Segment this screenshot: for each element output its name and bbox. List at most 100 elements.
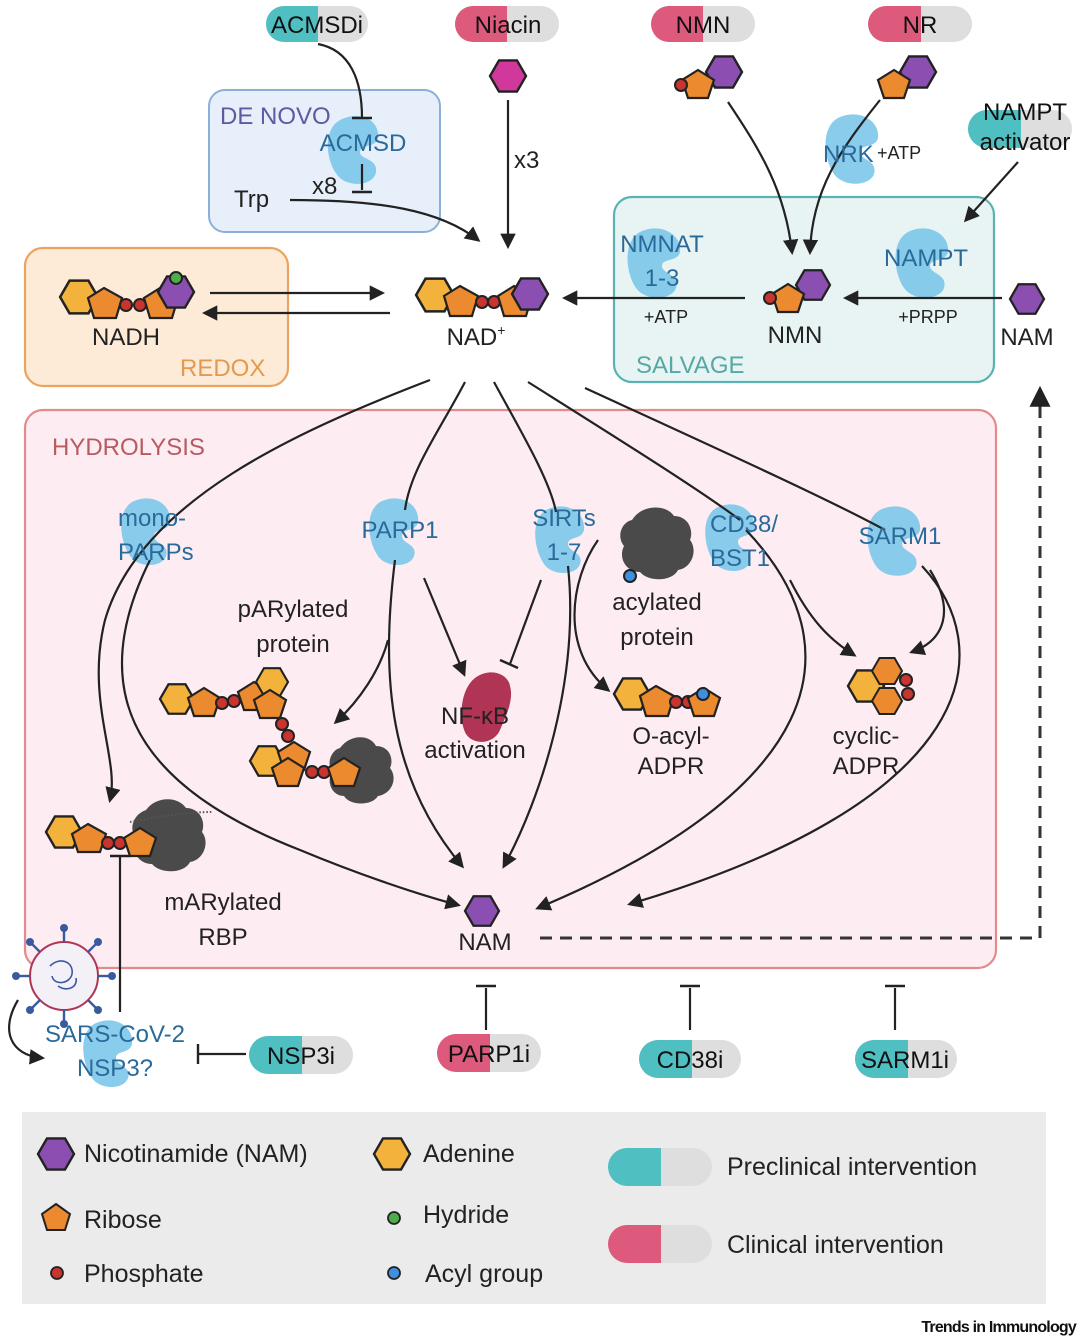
nsp3-enzyme-icon — [83, 1020, 133, 1087]
acmsdi-label: ACMSDi — [271, 12, 363, 39]
nrk-label: NRK — [823, 141, 874, 168]
nampt-activator-label-1: NAMPT — [983, 99, 1067, 126]
svg-text:Ribose: Ribose — [84, 1206, 162, 1234]
hydrolysis-nam-label: NAM — [458, 929, 511, 956]
adenine-hexagon-icon — [372, 1137, 412, 1171]
sars-cov-2-virus-icon — [12, 924, 116, 1028]
sarm1i-pill[interactable]: SARM1i — [855, 1040, 957, 1078]
svg-text:Adenine: Adenine — [423, 1140, 515, 1168]
parp1-to-parylated-arrow — [333, 639, 390, 725]
activator-to-nampt-arrow — [963, 161, 1019, 223]
sars-label-1: SARS-CoV-2 — [45, 1021, 185, 1048]
nrk-atp-label: +ATP — [877, 143, 921, 163]
nadh-molecule-icon — [58, 271, 196, 320]
de-novo-box — [208, 89, 441, 233]
cd38-enzyme-icon — [705, 504, 755, 571]
cyclic-label-1: cyclic- — [833, 723, 900, 750]
nmnat-label-1: NMNAT — [620, 231, 704, 258]
x8-label: x8 — [312, 173, 337, 200]
acylated-protein-icon — [620, 507, 694, 580]
legend-item-phosphate: Phosphate — [50, 1260, 204, 1288]
nampt-label: NAMPT — [884, 245, 968, 272]
cyclic-label-2: ADPR — [833, 753, 900, 780]
trp-to-nad-arrow — [289, 198, 481, 242]
mono-parps-enzyme-icon — [121, 498, 171, 565]
acmsdi-inhibition-line — [317, 42, 364, 119]
sirts-nfkb-inhibition-bar — [499, 658, 519, 670]
hydride-dot-icon — [387, 1211, 401, 1225]
redox-label: REDOX — [180, 355, 265, 382]
oacyl-label-2: ADPR — [638, 753, 705, 780]
hydrolysis-nam-hexagon-icon — [463, 895, 501, 927]
acmsd-enzyme-icon — [327, 116, 379, 184]
legend-item-nam: Nicotinamide (NAM) — [36, 1137, 308, 1171]
nfkb-label-1: NF-κB — [441, 703, 509, 730]
svg-text:Nicotinamide (NAM): Nicotinamide (NAM) — [84, 1140, 308, 1168]
salvage-nmn-label: NMN — [768, 322, 823, 349]
cd38i-pill[interactable]: CD38i — [639, 1040, 741, 1078]
nsp3i-pill[interactable]: NSP3i — [249, 1036, 353, 1074]
nmnat-atp-label: +ATP — [644, 307, 688, 327]
legend-item-ribose: Ribose — [40, 1202, 162, 1234]
nr-label: NR — [903, 12, 938, 39]
sirts-to-nam-arrow — [502, 565, 572, 869]
parp1-enzyme-icon — [369, 498, 419, 565]
svg-text:Clinical intervention: Clinical intervention — [727, 1231, 944, 1259]
sarm1-to-nam-arrow — [627, 565, 961, 908]
sirts-enzyme-icon — [535, 506, 585, 573]
cd38i-label: CD38i — [657, 1047, 724, 1074]
marylated-rbp-icon — [44, 799, 213, 872]
sirts-label-1: SIRTs — [532, 505, 596, 532]
nr-pill[interactable]: NR — [868, 6, 972, 42]
marylated-label-1: mARylated — [164, 889, 281, 916]
nampt-activator-label-2: activator — [980, 129, 1071, 156]
ribose-pentagon-icon — [40, 1202, 72, 1231]
prpp-label: +PRPP — [898, 307, 958, 327]
sars-label-2: NSP3? — [77, 1055, 153, 1082]
acmsd-label: ACMSD — [320, 130, 407, 157]
nrk-enzyme-icon — [825, 114, 879, 184]
parp1i-pill[interactable]: PARP1i — [437, 1034, 541, 1072]
niacin-hexagon-icon — [488, 59, 528, 93]
nsp3i-label: NSP3i — [267, 1043, 335, 1070]
legend-item-hydride: Hydride — [387, 1201, 509, 1229]
nmn-label: NMN — [676, 12, 731, 39]
nmn-pill[interactable]: NMN — [651, 6, 755, 42]
nad-to-mono-parps-line — [97, 378, 431, 803]
parylated-chain-icon — [158, 667, 394, 804]
legend-item-clinical: Clinical intervention — [608, 1225, 944, 1263]
acylated-label-1: acylated — [612, 589, 701, 616]
cyclic-adpr-molecule-icon — [846, 656, 915, 716]
cd38-label-2: BST1 — [710, 545, 770, 572]
niacin-pill[interactable]: Niacin — [455, 6, 559, 42]
nad-to-parp1-line — [403, 381, 466, 511]
mono-parps-label-2: PARPs — [118, 539, 194, 566]
nmnat-label-2: 1-3 — [645, 265, 680, 292]
sarm1-to-cyclic-arrow — [909, 569, 946, 656]
svg-text:Hydride: Hydride — [423, 1201, 509, 1229]
legend-item-preclinical: Preclinical intervention — [608, 1148, 977, 1186]
acmsdi-pill[interactable]: ACMSDi — [266, 6, 368, 42]
mono-parps-to-nam-arrow — [120, 559, 461, 910]
nad-to-sirts-line — [493, 381, 558, 513]
legend-item-adenine: Adenine — [372, 1137, 515, 1171]
sarm1-label: SARM1 — [859, 523, 942, 550]
oacyl-adpr-molecule-icon — [612, 677, 722, 718]
journal-footer: Trends in Immunology — [921, 1319, 1077, 1336]
hydrolysis-label: HYDROLYSIS — [52, 434, 205, 461]
niacin-label: Niacin — [475, 12, 542, 39]
nampt-activator-pill[interactable]: NAMPT activator — [968, 99, 1072, 156]
nr-to-nmn-arrow — [802, 99, 881, 256]
nr-molecule-icon — [876, 55, 938, 100]
acyl-dot-icon — [387, 1266, 401, 1280]
cd38-label-1: CD38/ — [710, 511, 778, 538]
nam-recycle-dashed-arrow — [540, 385, 1051, 940]
nmn-molecule-icon — [674, 55, 744, 100]
svg-text:Phosphate: Phosphate — [84, 1260, 204, 1288]
virus-to-nsp3-arrow — [8, 999, 46, 1065]
de-novo-label: DE NOVO — [220, 103, 331, 130]
nfkb-icon — [461, 672, 512, 742]
sarm1i-label: SARM1i — [861, 1047, 949, 1074]
nad-to-cd38-line — [527, 381, 741, 521]
mono-parps-label-1: mono- — [118, 505, 186, 532]
